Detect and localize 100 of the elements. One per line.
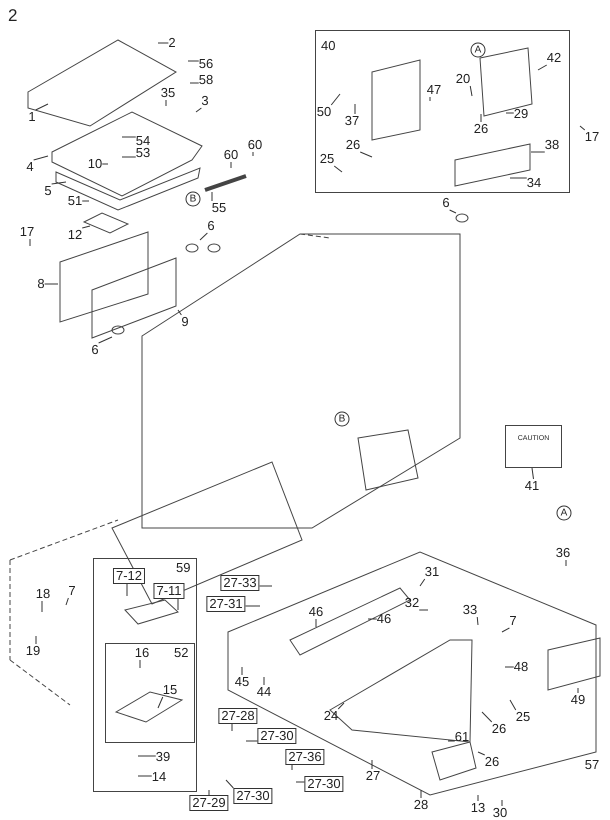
- callout-number: 51: [68, 194, 82, 208]
- boxed-callout-number: 27-33: [220, 575, 260, 591]
- callout-number: 26: [484, 755, 500, 769]
- leader-line: [158, 696, 164, 708]
- callout-number: 14: [152, 770, 166, 784]
- leader-line: [482, 712, 492, 722]
- leader-line: [476, 616, 478, 626]
- leader-line: [33, 156, 48, 160]
- callout-number: 7: [509, 614, 517, 628]
- callout-number: 41: [524, 479, 540, 493]
- callout-number: 46: [376, 612, 392, 626]
- leader-line: [580, 126, 586, 130]
- leader-line: [226, 780, 234, 788]
- leader-line: [122, 136, 136, 138]
- leader-line: [200, 232, 208, 240]
- callout-number: 38: [544, 138, 560, 152]
- callout-number: 13: [470, 801, 486, 815]
- callout-number: 60: [224, 148, 238, 162]
- callout-number: 8: [37, 277, 45, 291]
- leader-line: [190, 82, 200, 84]
- reference-letter: A: [556, 506, 572, 520]
- boxed-callout-number: 27-30: [304, 776, 344, 792]
- callout-number: 33: [462, 603, 478, 617]
- callout-number: 18: [36, 587, 50, 601]
- leader-line: [208, 790, 210, 796]
- callout-number: 58: [198, 73, 214, 87]
- leader-line: [338, 702, 344, 710]
- leader-line: [178, 310, 182, 316]
- callout-number: 54: [136, 134, 150, 148]
- callout-number: 49: [570, 693, 586, 707]
- callout-number: 9: [181, 315, 189, 329]
- leader-line: [420, 790, 422, 798]
- leader-line: [510, 700, 516, 710]
- leader-line: [478, 752, 486, 756]
- leader-line: [126, 584, 128, 596]
- leader-line: [158, 42, 169, 44]
- callout-number: 4: [26, 160, 34, 174]
- boxed-callout-number: 27-31: [206, 596, 246, 612]
- callout-number: 15: [162, 683, 178, 697]
- callout-number: 12: [68, 228, 82, 242]
- leader-line: [420, 578, 426, 586]
- callout-number: 19: [26, 644, 40, 658]
- callout-number: 61: [454, 730, 470, 744]
- callout-number: 45: [234, 675, 250, 689]
- callout-number: 10: [88, 157, 102, 171]
- callout-number: 6: [442, 196, 450, 210]
- leader-line: [448, 740, 456, 742]
- callout-number: 50: [316, 105, 332, 119]
- callout-number: 37: [344, 114, 360, 128]
- callout-number: 27: [366, 769, 380, 783]
- callout-number: 25: [516, 710, 530, 724]
- callout-number: 57: [584, 758, 600, 772]
- callout-number: 29: [514, 107, 528, 121]
- leader-line: [246, 740, 258, 742]
- callout-number: 6: [91, 343, 99, 357]
- leader-line: [532, 468, 534, 480]
- leader-line: [538, 64, 548, 70]
- callout-number: 17: [584, 130, 600, 144]
- callout-number: 28: [414, 798, 428, 812]
- callout-number: 55: [212, 201, 226, 215]
- callout-number: 40: [321, 39, 336, 53]
- boxed-callout-number: 27-28: [218, 708, 258, 724]
- leader-line: [196, 108, 202, 112]
- callout-number: 26: [346, 138, 360, 152]
- callout-number: 7: [68, 584, 76, 598]
- callout-number: 42: [546, 51, 562, 65]
- callout-number: 17: [20, 225, 34, 239]
- boxed-callout-number: 7-12: [112, 568, 146, 584]
- assembly-frame: [105, 643, 195, 743]
- leader-line: [504, 666, 514, 668]
- callout-number: 53: [136, 146, 150, 160]
- leader-line: [360, 152, 372, 158]
- callout-number: 20: [456, 72, 470, 86]
- boxed-callout-number: 27-29: [189, 795, 229, 811]
- callout-number: 30: [492, 806, 508, 820]
- reference-letter: A: [470, 42, 486, 58]
- callout-number: 26: [474, 122, 488, 136]
- reference-letter: B: [334, 412, 350, 426]
- callout-number: 1: [28, 110, 36, 124]
- callout-number: 3: [201, 94, 209, 108]
- leader-line: [188, 60, 200, 62]
- leader-line: [480, 114, 482, 122]
- leader-line: [51, 182, 66, 184]
- callout-number: 48: [514, 660, 528, 674]
- callout-number: 35: [160, 86, 176, 100]
- assembly-frame: [315, 30, 570, 193]
- leader-line: [82, 200, 90, 202]
- reference-letter: B: [186, 192, 200, 206]
- boxed-callout-number: 27-30: [233, 788, 273, 804]
- callout-number: 46: [308, 605, 324, 619]
- callout-number: 16: [134, 646, 150, 660]
- leader-line: [230, 162, 232, 168]
- boxed-callout-number: 7-11: [153, 583, 185, 599]
- leader-line: [66, 598, 69, 606]
- leader-line: [354, 104, 356, 114]
- boxed-callout-number: 27-36: [285, 749, 325, 765]
- callout-number: 2: [168, 36, 176, 50]
- callout-number: 6: [207, 219, 215, 233]
- leader-line: [368, 618, 378, 620]
- leader-line: [502, 628, 510, 632]
